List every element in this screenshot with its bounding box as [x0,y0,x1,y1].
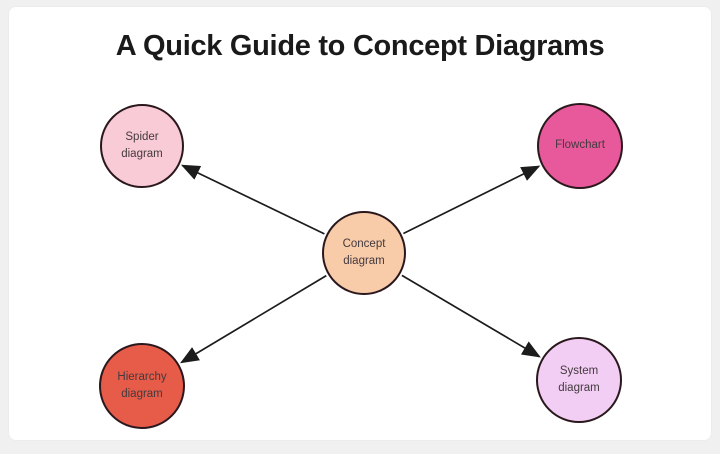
edge-concept-to-hierarchy [180,274,327,364]
node-flowchart: Flowchart [537,103,623,189]
node-label: Spider diagram [121,130,163,160]
node-system: System diagram [536,337,622,423]
edge-concept-to-spider [180,164,325,235]
edge-concept-to-system [401,274,541,358]
node-hierarchy: Hierarchy diagram [99,343,185,429]
node-label: System diagram [558,364,600,394]
node-label: Concept diagram [342,237,386,267]
node-spider: Spider diagram [100,104,184,188]
page-title: A Quick Guide to Concept Diagrams [115,30,605,62]
node-label: Hierarchy diagram [117,370,167,400]
node-label: Flowchart [555,139,605,152]
edge-concept-to-flowchart [403,165,541,235]
node-concept: Concept diagram [322,211,406,295]
